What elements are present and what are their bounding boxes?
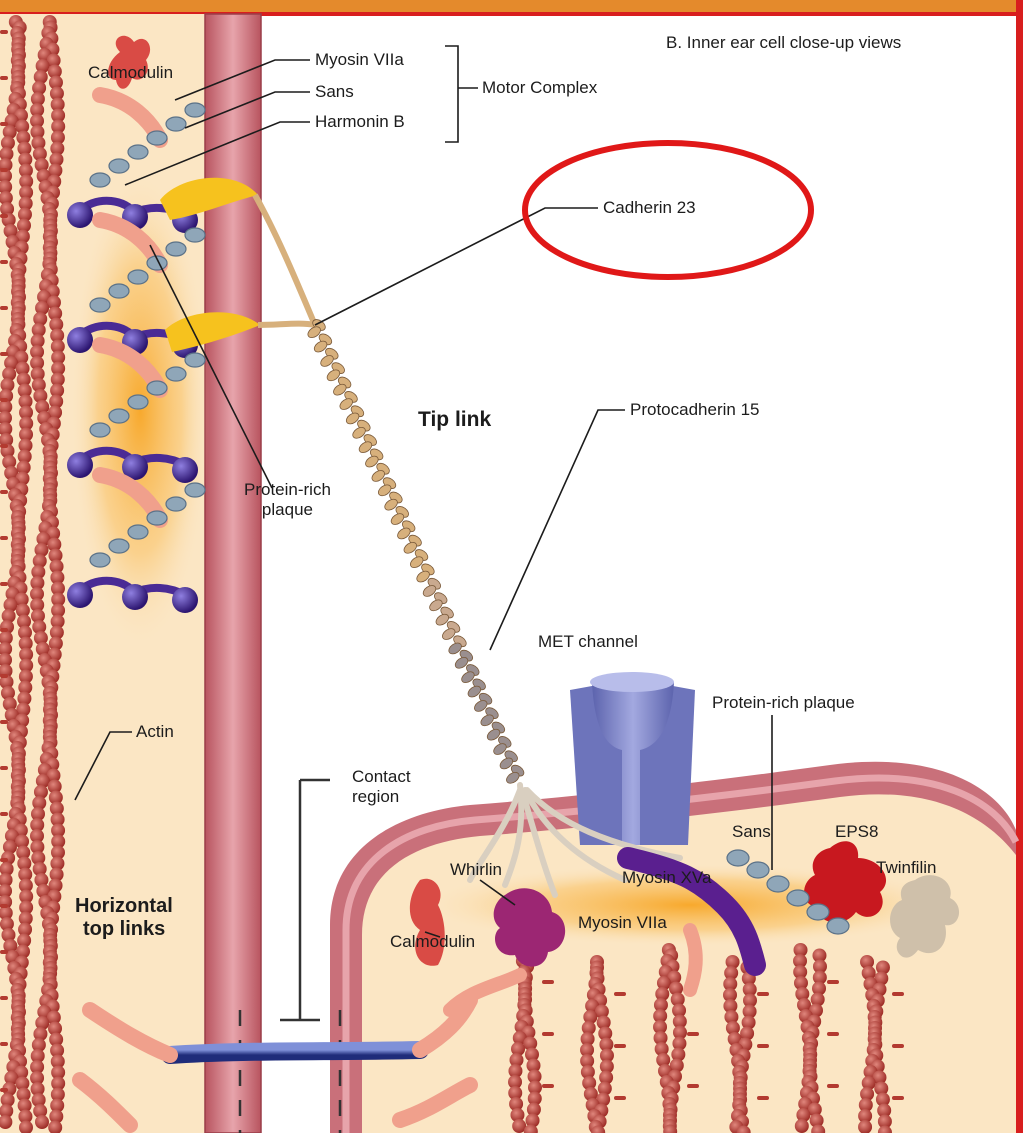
label-calmodulin-top: Calmodulin (88, 63, 173, 83)
label-protocadherin-15: Protocadherin 15 (630, 400, 759, 420)
label-contact-region-line1: Contact (352, 767, 411, 787)
label-tip-link: Tip link (418, 408, 491, 432)
label-contact-region: Contact region (352, 767, 411, 806)
label-sans-top: Sans (315, 82, 354, 102)
label-sans-bottom: Sans (732, 822, 771, 842)
label-twinfilin: Twinfilin (876, 858, 936, 878)
frame-top-bar (0, 0, 1023, 14)
label-protein-rich-plaque-left-line2: plaque (244, 500, 331, 520)
label-met-channel: MET channel (538, 632, 638, 652)
label-myosin-viia-top: Myosin VIIa (315, 50, 404, 70)
label-horizontal-top-links-line2: top links (75, 918, 173, 941)
frame-right-edge (1016, 0, 1023, 1133)
label-protein-rich-plaque-left-line1: Protein-rich (244, 480, 331, 500)
label-myosin-viia-bottom: Myosin VIIa (578, 913, 667, 933)
label-contact-region-line2: region (352, 787, 411, 807)
label-horizontal-top-links-line1: Horizontal (75, 895, 173, 918)
horizontal-top-link (170, 1050, 420, 1055)
label-protein-rich-plaque-left: Protein-rich plaque (244, 480, 331, 519)
label-whirlin: Whirlin (450, 860, 502, 880)
label-cadherin-23: Cadherin 23 (603, 198, 696, 218)
label-eps8: EPS8 (835, 822, 878, 842)
label-protein-rich-plaque-right: Protein-rich plaque (712, 693, 855, 713)
label-actin: Actin (136, 722, 174, 742)
met-channel-shape (570, 672, 695, 845)
label-horizontal-top-links: Horizontal top links (75, 895, 173, 941)
label-myosin-xva: Myosin XVa (622, 868, 711, 888)
figure-title: B. Inner ear cell close-up views (666, 33, 901, 53)
label-motor-complex: Motor Complex (482, 78, 597, 98)
label-calmodulin-bottom: Calmodulin (390, 932, 475, 952)
label-harmonin-b: Harmonin B (315, 112, 405, 132)
